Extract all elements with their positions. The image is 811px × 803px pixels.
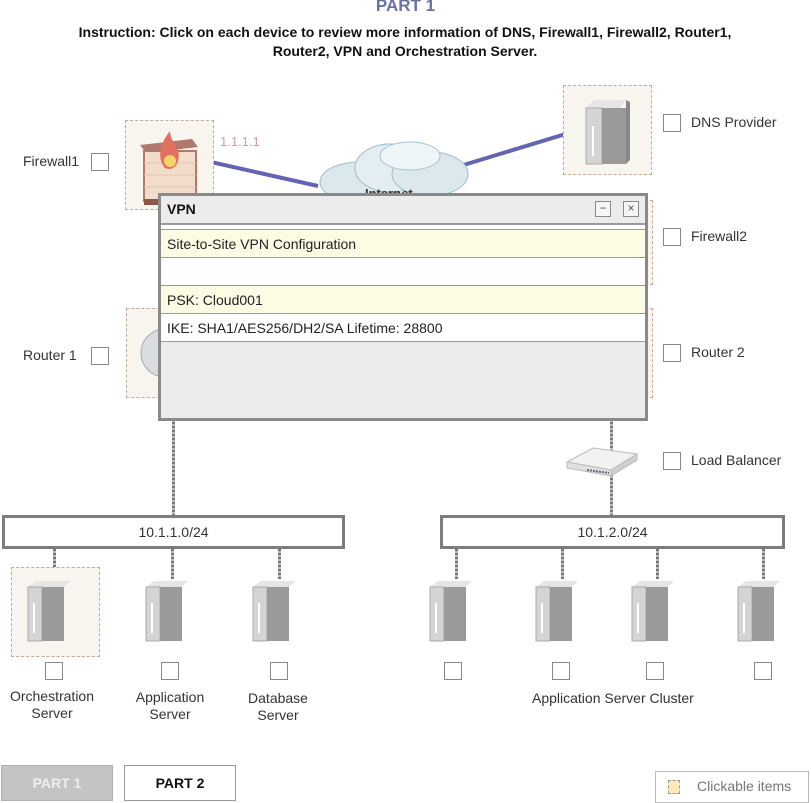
part1-tab[interactable]: PART 1 bbox=[1, 765, 113, 801]
cable bbox=[656, 549, 659, 579]
load-balancer-label: Load Balancer bbox=[691, 452, 782, 468]
server-icon bbox=[585, 100, 630, 165]
instruction-text: Instruction: Click on each device to rev… bbox=[78, 24, 732, 59]
cable bbox=[171, 549, 174, 579]
popup-title: VPN bbox=[167, 201, 196, 217]
label-line: Server bbox=[149, 706, 191, 722]
link-internet-dns bbox=[456, 127, 583, 169]
server-icon bbox=[27, 581, 70, 642]
cloud-icon: Internet bbox=[319, 141, 469, 203]
server-icon bbox=[252, 581, 295, 642]
database-server-checkbox[interactable] bbox=[270, 662, 288, 680]
legend-label: Clickable items bbox=[697, 778, 792, 794]
server-icon bbox=[535, 581, 578, 642]
part-title: PART 1 bbox=[375, 0, 436, 15]
load-balancer-checkbox[interactable] bbox=[663, 452, 681, 470]
firewall1-checkbox[interactable] bbox=[91, 153, 109, 171]
popup-row-ike: IKE: SHA1/AES256/DH2/SA Lifetime: 28800 bbox=[161, 314, 645, 342]
popup-gap bbox=[161, 225, 645, 230]
cable bbox=[561, 549, 564, 579]
cluster-server-1-checkbox[interactable] bbox=[444, 662, 462, 680]
cluster-server-3-checkbox[interactable] bbox=[646, 662, 664, 680]
internet-cloud[interactable]: Internet bbox=[310, 140, 475, 203]
label-line: Orchestration bbox=[9, 688, 95, 704]
router2-label: Router 2 bbox=[691, 344, 745, 360]
cable bbox=[455, 549, 458, 579]
firewall1-label: Firewall1 bbox=[23, 153, 80, 169]
router1-checkbox[interactable] bbox=[91, 347, 109, 365]
dns-checkbox[interactable] bbox=[663, 114, 681, 132]
popup-row-heading: Site-to-Site VPN Configuration bbox=[161, 230, 645, 258]
cable bbox=[53, 549, 56, 579]
load-balancer-device[interactable] bbox=[565, 440, 640, 480]
switch-icon bbox=[565, 447, 639, 477]
label-line: Application bbox=[135, 689, 205, 705]
clickable-swatch-icon bbox=[668, 780, 680, 794]
popup-header[interactable]: VPN − × bbox=[161, 196, 645, 225]
cluster-server-2-checkbox[interactable] bbox=[552, 662, 570, 680]
popup-row-psk: PSK: Cloud001 bbox=[161, 286, 645, 314]
close-button[interactable]: × bbox=[623, 201, 639, 217]
label-line: Server bbox=[257, 707, 299, 723]
cluster-label: Application Server Cluster bbox=[532, 690, 694, 706]
firewall2-label: Firewall2 bbox=[691, 228, 748, 244]
server-icon bbox=[631, 581, 674, 642]
application-server-label: Application Server bbox=[118, 689, 222, 723]
application-server-checkbox[interactable] bbox=[161, 662, 179, 680]
dns-label: DNS Provider bbox=[691, 114, 777, 130]
server-icon bbox=[429, 581, 472, 642]
subnet-left: 10.1.1.0/24 bbox=[2, 515, 345, 549]
part2-tab[interactable]: PART 2 bbox=[124, 765, 236, 801]
subnet-right: 10.1.2.0/24 bbox=[440, 515, 785, 549]
cable-router1-subnet1 bbox=[172, 420, 175, 516]
router2-checkbox[interactable] bbox=[663, 344, 681, 362]
cable bbox=[762, 549, 765, 579]
server-icons bbox=[27, 581, 780, 642]
orchestration-server-label: Orchestration Server bbox=[0, 688, 104, 722]
popup-row-blank bbox=[161, 258, 645, 286]
label-line: Server bbox=[31, 705, 73, 721]
clickable-legend: Clickable items bbox=[655, 771, 809, 803]
vpn-popup: VPN − × Site-to-Site VPN Configuration P… bbox=[158, 193, 648, 421]
database-server-label: Database Server bbox=[226, 690, 330, 724]
router1-label: Router 1 bbox=[23, 347, 77, 363]
server-icon bbox=[737, 581, 780, 642]
cable bbox=[278, 549, 281, 579]
link-firewall1-internet bbox=[201, 158, 319, 188]
minimize-button[interactable]: − bbox=[595, 201, 611, 217]
cluster-server-4-checkbox[interactable] bbox=[754, 662, 772, 680]
firewall2-checkbox[interactable] bbox=[663, 228, 681, 246]
firewall1-ip-label: 1.1.1.1 bbox=[220, 134, 260, 149]
dns-device[interactable] bbox=[563, 85, 652, 175]
label-line: Database bbox=[248, 690, 308, 706]
orchestration-server-checkbox[interactable] bbox=[45, 662, 63, 680]
server-icon bbox=[145, 581, 188, 642]
